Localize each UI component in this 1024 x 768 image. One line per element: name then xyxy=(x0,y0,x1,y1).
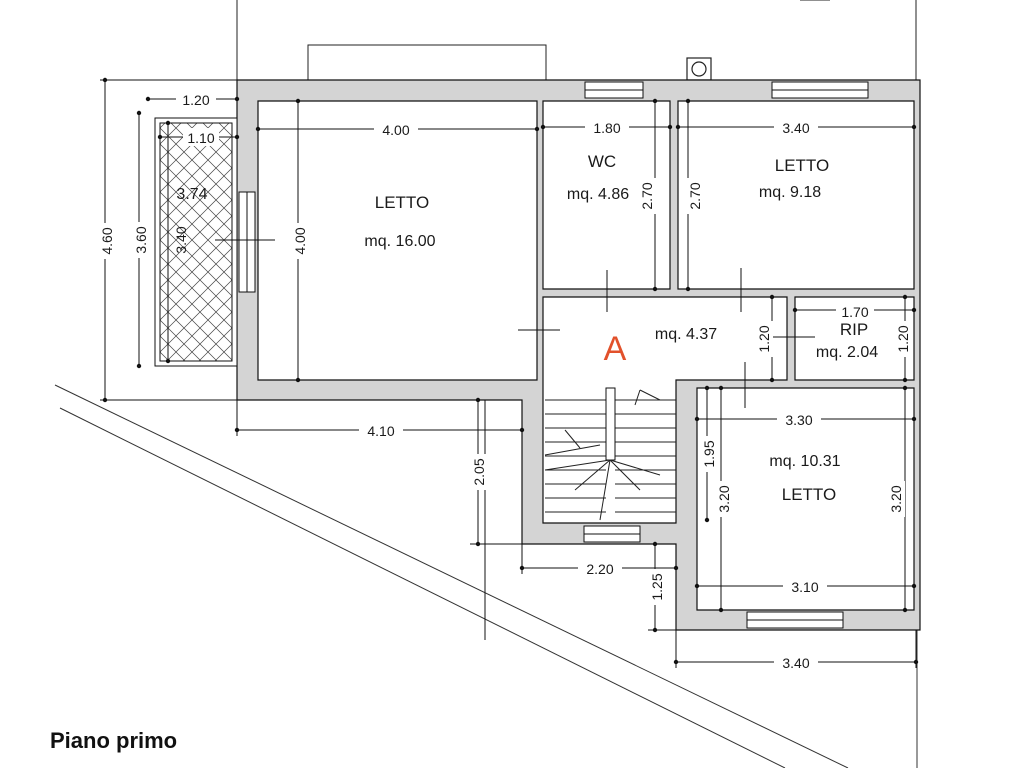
dimension-tick xyxy=(769,294,775,300)
dim-2-20: 2.20 xyxy=(586,561,613,577)
dimension-tick xyxy=(102,397,108,403)
room-rip-area: mq. 2.04 xyxy=(816,344,878,361)
room-letto-low-label: LETTO xyxy=(782,485,836,504)
dim-3-30: 3.30 xyxy=(785,412,812,428)
dimension-tick xyxy=(911,307,917,313)
context-lines xyxy=(236,0,917,82)
dim-1-80: 1.80 xyxy=(593,120,620,136)
dim-3-10: 3.10 xyxy=(791,579,818,595)
room-wc-label: WC xyxy=(588,152,616,171)
dimension-tick xyxy=(673,565,679,571)
dimension-tick xyxy=(667,124,673,130)
dim-1-70: 1.70 xyxy=(841,304,868,320)
dim-3-40-bottom: 3.40 xyxy=(782,655,809,671)
room-letto-big-label: LETTO xyxy=(375,193,429,212)
dimension-tick xyxy=(102,77,108,83)
dimension-tick xyxy=(519,565,525,571)
dimension-tick xyxy=(652,541,658,547)
dimension-tick xyxy=(911,124,917,130)
dim-2-70-wc: 2.70 xyxy=(639,182,655,209)
dim-4-00-vertical: 4.00 xyxy=(292,227,308,254)
dim-3-20-left: 3.20 xyxy=(716,485,732,512)
dimension-tick xyxy=(704,385,710,391)
dimension-tick xyxy=(902,607,908,613)
wall-mass xyxy=(236,79,921,631)
dim-4-60: 4.60 xyxy=(99,227,115,254)
dimension-tick xyxy=(718,385,724,391)
dimension-tick xyxy=(902,385,908,391)
dimension-tick xyxy=(136,110,142,116)
dimension-tick xyxy=(234,134,240,140)
dim-2-70-letto: 2.70 xyxy=(687,182,703,209)
dim-3-60: 3.60 xyxy=(133,226,149,253)
dimension-ticks xyxy=(102,77,919,665)
dimension-tick xyxy=(694,583,700,589)
dimension-tick xyxy=(165,120,171,126)
dimension-tick xyxy=(136,363,142,369)
room-labels: LETTO mq. 16.00 WC mq. 4.86 LETTO mq. 9.… xyxy=(364,152,878,504)
disimpegno-marker: A xyxy=(604,330,627,368)
room-letto-low-area: mq. 10.31 xyxy=(769,453,840,470)
dimension-tick xyxy=(295,98,301,104)
dimension-tick xyxy=(673,659,679,665)
dimension-tick xyxy=(694,416,700,422)
dimension-tick xyxy=(902,294,908,300)
dimension-tick xyxy=(255,126,261,132)
dim-1-25: 1.25 xyxy=(649,573,665,600)
dimension-tick xyxy=(769,377,775,383)
dimension-tick xyxy=(792,307,798,313)
windows xyxy=(238,81,869,629)
dim-3-40-balcony: 3.40 xyxy=(173,226,189,253)
dim-1-20-disimpegno: 1.20 xyxy=(756,325,772,352)
dim-4-00-horizontal: 4.00 xyxy=(382,122,409,138)
dimension-tick xyxy=(475,397,481,403)
dim-1-95: 1.95 xyxy=(701,440,717,467)
dimension-tick xyxy=(652,98,658,104)
dimension-tick xyxy=(913,659,919,665)
dimension-tick xyxy=(685,98,691,104)
disimpegno-area: mq. 4.37 xyxy=(655,326,717,343)
dimension-tick xyxy=(902,377,908,383)
dimension-tick xyxy=(519,427,525,433)
dimension-tick xyxy=(165,358,171,364)
room-letto-right-area: mq. 9.18 xyxy=(759,184,821,201)
chimney-icon xyxy=(686,57,712,81)
walls xyxy=(236,79,921,631)
dimension-tick xyxy=(685,286,691,292)
dimension-tick xyxy=(234,96,240,102)
dimension-tick xyxy=(911,583,917,589)
balcony xyxy=(154,117,238,367)
dimension-tick xyxy=(475,541,481,547)
room-wc-area: mq. 4.86 xyxy=(567,186,629,203)
staircase xyxy=(544,387,676,521)
dimension-tick xyxy=(157,134,163,140)
dimension-tick xyxy=(295,377,301,383)
plan-title: Piano primo xyxy=(50,728,178,753)
dimension-tick xyxy=(652,286,658,292)
dimension-tick xyxy=(675,124,681,130)
dim-4-10: 4.10 xyxy=(367,423,394,439)
dimension-tick xyxy=(911,416,917,422)
dim-1-10: 1.10 xyxy=(187,130,214,146)
dimension-tick xyxy=(534,126,540,132)
room-letto-big-area: mq. 16.00 xyxy=(364,233,435,250)
dim-3-20-right: 3.20 xyxy=(888,485,904,512)
boundary-lines xyxy=(54,384,918,768)
dim-3-40-top: 3.40 xyxy=(782,120,809,136)
dimension-tick xyxy=(704,517,710,523)
dimension-tick xyxy=(540,124,546,130)
dim-2-05: 2.05 xyxy=(471,458,487,485)
dim-3-74: 3.74 xyxy=(176,186,207,203)
dimension-tick xyxy=(234,427,240,433)
room-letto-right-label: LETTO xyxy=(775,156,829,175)
room-rip-label: RIP xyxy=(840,320,868,339)
dim-1-20-rip: 1.20 xyxy=(895,325,911,352)
door-marks xyxy=(215,239,815,408)
dimension-tick xyxy=(652,627,658,633)
dimension-labels: 1.20 1.10 4.00 1.80 3.40 3.74 4.60 3.60 … xyxy=(98,90,912,671)
dimension-tick xyxy=(145,96,151,102)
dim-1-20-top: 1.20 xyxy=(182,92,209,108)
dimension-tick xyxy=(718,607,724,613)
